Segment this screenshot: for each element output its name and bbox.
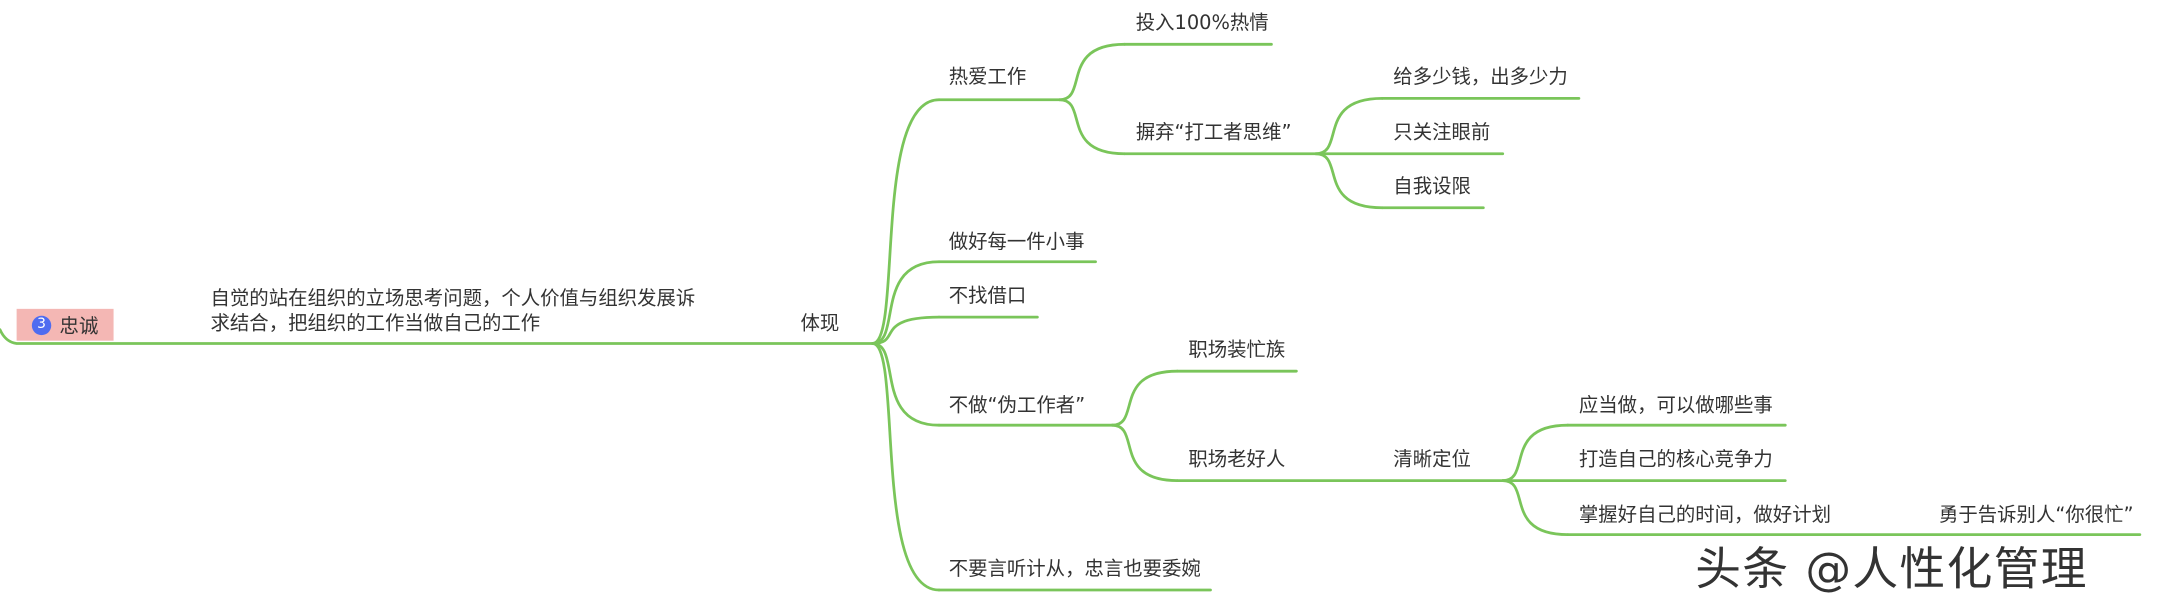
edge-tactful — [871, 342, 941, 592]
edge-pay — [1314, 96, 1384, 156]
node-fake-busy[interactable]: 职场装忙族 — [1188, 339, 1286, 362]
node-tell-busy[interactable]: 勇于告诉别人“你很忙” — [1939, 504, 2134, 527]
priority-badge: 3 — [31, 315, 52, 335]
edge-passion — [1058, 42, 1127, 102]
node-small-things[interactable]: 做好每一件小事 — [948, 231, 1085, 254]
edge-pseudo — [871, 342, 941, 427]
edge-what-to-do — [1501, 423, 1570, 482]
edge-fake-busy — [1110, 369, 1179, 427]
root-node[interactable]: 3 忠诚 — [16, 308, 114, 341]
description-node[interactable]: 自觉的站在组织的立场思考问题，个人价值与组织发展诉求结合，把组织的工作当做自己的… — [210, 288, 696, 336]
node-what-to-do[interactable]: 应当做，可以做哪些事 — [1578, 394, 1773, 417]
edge-love-work — [871, 98, 941, 345]
edge-self-limit — [1314, 152, 1384, 210]
node-no-excuse[interactable]: 不找借口 — [948, 285, 1027, 308]
root-label: 忠诚 — [59, 315, 99, 338]
node-core-competence[interactable]: 打造自己的核心竞争力 — [1578, 448, 1773, 471]
edge-nice-guy — [1110, 423, 1179, 482]
node-pseudo-worker[interactable]: 不做“伪工作者” — [948, 394, 1086, 417]
node-nice-guy[interactable]: 职场老好人 — [1188, 448, 1286, 471]
edge-time-plan — [1501, 479, 1570, 536]
node-tactful-advice[interactable]: 不要言听计从，忠言也要委婉 — [948, 558, 1201, 581]
node-time-plan[interactable]: 掌握好自己的时间，做好计划 — [1578, 504, 1831, 527]
edge-small-things — [871, 260, 941, 345]
node-self-limit[interactable]: 自我设限 — [1393, 175, 1471, 199]
trunk-line — [0, 328, 874, 345]
edge-abandon — [1058, 98, 1127, 156]
edge-no-excuse — [871, 315, 941, 345]
node-love-work[interactable]: 热爱工作 — [948, 66, 1027, 89]
hub-node[interactable]: 体现 — [800, 313, 840, 336]
node-short-sight[interactable]: 只关注眼前 — [1393, 121, 1491, 145]
node-pay-effort[interactable]: 给多少钱，出多少力 — [1393, 66, 1568, 89]
node-passion[interactable]: 投入100%热情 — [1135, 12, 1269, 35]
node-clear-position[interactable]: 清晰定位 — [1393, 448, 1471, 471]
node-abandon-worker-mindset[interactable]: 摒弃“打工者思维” — [1135, 121, 1292, 145]
watermark: 头条 @人性化管理 — [1695, 541, 2088, 596]
